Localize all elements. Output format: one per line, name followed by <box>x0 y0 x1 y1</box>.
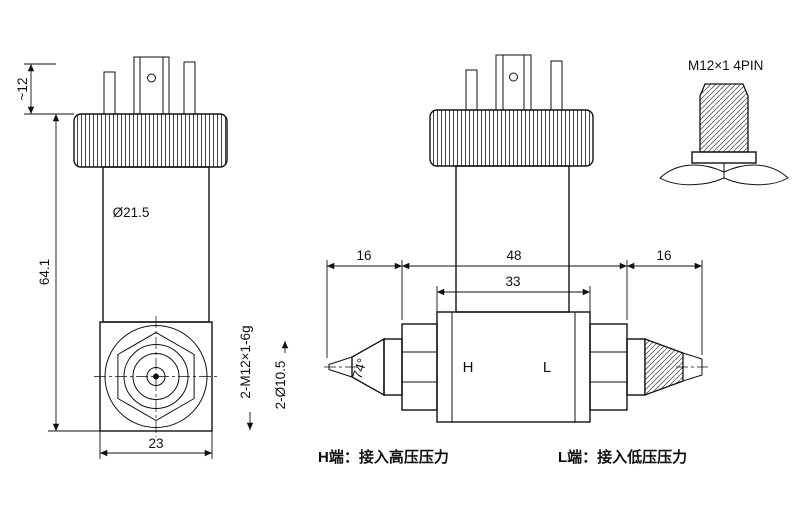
dim-body-len: 48 <box>506 248 521 263</box>
dim-overall-height: 64.1 <box>37 259 52 285</box>
side-sensor-body <box>455 165 570 313</box>
side-view: H L 74° <box>318 54 708 466</box>
front-port-face <box>94 316 218 437</box>
side-knurled-cap <box>429 109 594 167</box>
dim-block-len-lines <box>436 286 591 312</box>
dim-base-width: 23 <box>148 436 163 451</box>
connector-detail: M12×1 4PIN <box>659 58 789 186</box>
dim-left-fitting-len: 16 <box>356 248 371 263</box>
connector-flange <box>691 151 757 164</box>
front-knurled-cap <box>73 113 228 168</box>
dim-overall-height-lines <box>48 114 100 432</box>
dim-thread-spec: 2-M12×1-6g <box>238 325 253 398</box>
front-view: Ø21.5 ~12 64.1 2-M12×1-6g 2 <box>15 56 289 459</box>
dim-right-fitting-len: 16 <box>656 248 671 263</box>
dim-cone-angle: 74° <box>349 357 370 381</box>
manifold-block <box>436 311 591 423</box>
thread-stud <box>699 83 749 153</box>
dim-pin-height: ~12 <box>15 78 30 101</box>
port-label-l: L <box>543 359 551 376</box>
dim-pin-height-lines <box>24 63 74 115</box>
caption-high-pressure: H端：接入高压压力 <box>318 448 449 466</box>
caption-low-pressure: L端：接入低压压力 <box>558 448 687 466</box>
port-label-h: H <box>463 359 474 376</box>
front-connector-pins <box>103 56 196 115</box>
left-fitting <box>324 323 438 411</box>
dim-base-width-lines <box>99 431 213 459</box>
dim-body-diameter: Ø21.5 <box>113 205 150 220</box>
dim-length-lines <box>326 260 703 358</box>
wing-base <box>659 163 789 186</box>
dim-port-diameter: 2-Ø10.5 <box>273 361 288 410</box>
dim-block-len: 33 <box>505 274 520 289</box>
front-sensor-body <box>102 166 210 323</box>
side-connector-pins <box>465 54 563 111</box>
right-fitting <box>589 323 708 411</box>
connector-spec-label: M12×1 4PIN <box>688 58 763 73</box>
